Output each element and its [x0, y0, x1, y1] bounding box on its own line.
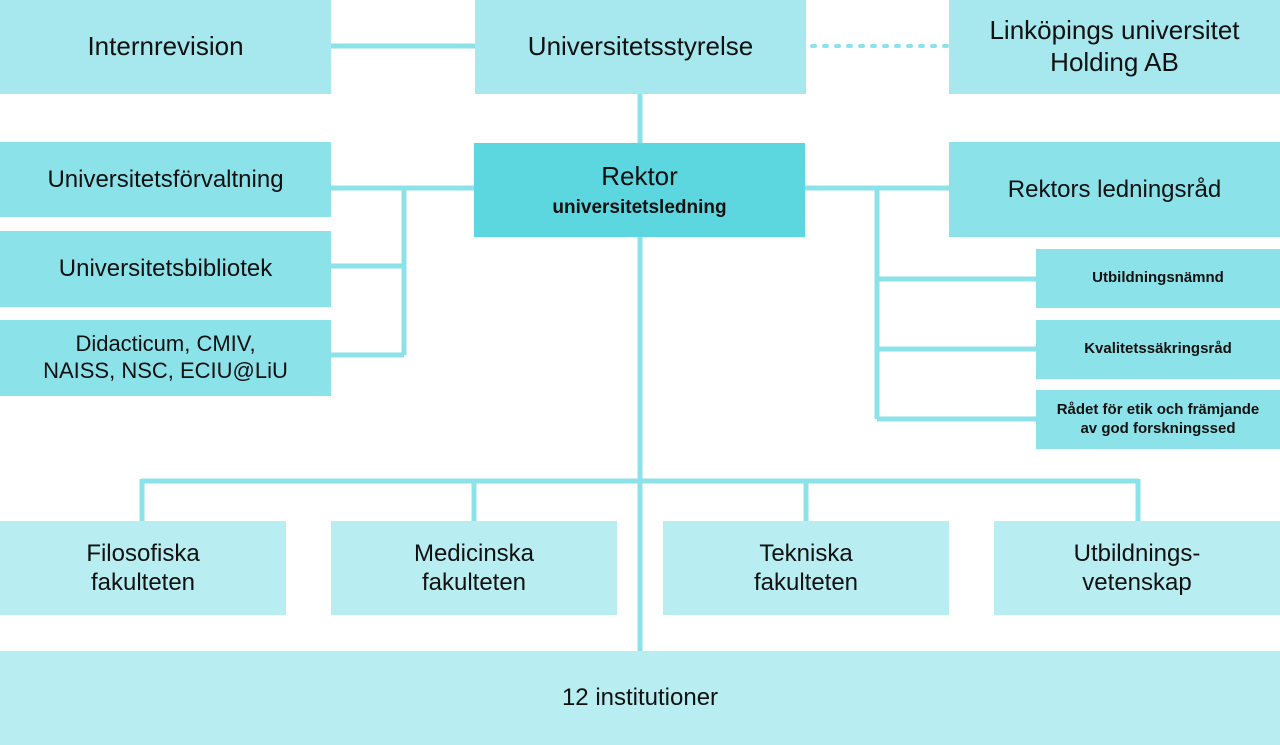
faculty-label-line1: Utbildnings- — [1073, 539, 1201, 567]
holding-label-line1: Linköpings universitet — [989, 15, 1240, 46]
faculty-label-line1: Tekniska — [759, 539, 853, 567]
universitetsforvaltning-label: Universitetsförvaltning — [47, 165, 284, 193]
holding-box: Linköpings universitet Holding AB — [949, 0, 1280, 94]
faculty-label-line2: fakulteten — [753, 569, 859, 596]
faculty-box-medicinska: Medicinska fakulteten — [331, 521, 617, 615]
faculty-box-filosofiska: Filosofiska fakulteten — [0, 521, 286, 615]
rektors-ledningsrad-label: Rektors ledningsråd — [1007, 175, 1222, 203]
centers-box: Didacticum, CMIV, NAISS, NSC, ECIU@LiU — [0, 320, 331, 396]
utbildningsnamnd-label: Utbildningsnämnd — [1092, 269, 1224, 287]
faculty-box-utbildningsvetenskap: Utbildnings- vetenskap — [994, 521, 1280, 615]
universitetsstyrelse-label: Universitetsstyrelse — [527, 31, 754, 62]
kvalitetssakringsrad-box: Kvalitetssäkringsråd — [1036, 320, 1280, 379]
universitetsstyrelse-box: Universitetsstyrelse — [475, 0, 806, 94]
holding-label-line2: Holding AB — [1050, 47, 1179, 77]
rektor-title: Rektor — [601, 160, 678, 191]
institutions-box: 12 institutioner — [0, 651, 1280, 745]
universitetsbibliotek-label: Universitetsbibliotek — [58, 255, 273, 283]
faculty-label-line2: fakulteten — [90, 569, 196, 596]
faculty-label-line2: fakulteten — [421, 569, 527, 596]
universitetsforvaltning-box: Universitetsförvaltning — [0, 142, 331, 217]
utbildningsnamnd-box: Utbildningsnämnd — [1036, 249, 1280, 308]
centers-label-line1: Didacticum, CMIV, — [75, 331, 256, 357]
rektors-ledningsrad-box: Rektors ledningsråd — [949, 142, 1280, 237]
institutions-label: 12 institutioner — [561, 684, 719, 712]
faculty-label-line2: vetenskap — [1082, 569, 1192, 596]
rektor-subtitle: universitetsledning — [552, 197, 727, 219]
centers-label-line2: NAISS, NSC, ECIU@LiU — [43, 358, 288, 383]
etik-box: Rådet för etik och främjande av god fors… — [1036, 390, 1280, 449]
faculty-box-tekniska: Tekniska fakulteten — [663, 521, 949, 615]
rektor-box: Rektor universitetsledning — [474, 143, 805, 237]
kvalitetssakringsrad-label: Kvalitetssäkringsråd — [1084, 340, 1232, 358]
etik-label-line1: Rådet för etik och främjande — [1056, 401, 1260, 419]
faculty-label-line1: Medicinska — [413, 539, 535, 567]
internrevision-box: Internrevision — [0, 0, 331, 94]
faculty-label-line1: Filosofiska — [86, 539, 200, 567]
etik-label-line2: av god forskningssed — [1080, 419, 1236, 437]
universitetsbibliotek-box: Universitetsbibliotek — [0, 231, 331, 307]
internrevision-label: Internrevision — [87, 31, 244, 62]
